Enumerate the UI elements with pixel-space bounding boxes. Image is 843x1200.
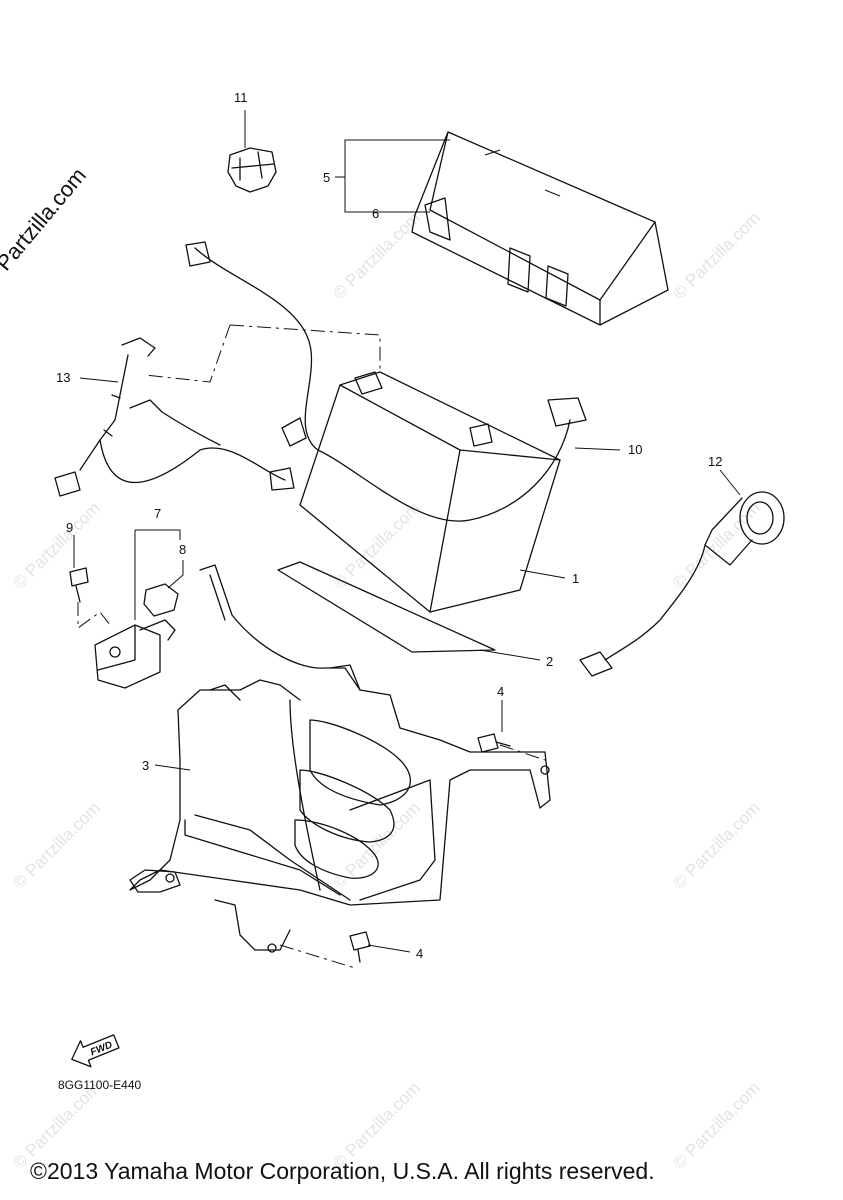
callout-12: 12 xyxy=(708,454,722,469)
watermark-layer: © Partzilla.com © Partzilla.com © Partzi… xyxy=(9,208,763,1172)
drawing-code: 8GG1100-E440 xyxy=(58,1078,142,1092)
callout-10: 10 xyxy=(628,442,642,457)
part-clip xyxy=(227,147,277,193)
watermark: © Partzilla.com xyxy=(9,498,103,592)
watermark: © Partzilla.com xyxy=(669,208,763,302)
watermark: © Partzilla.com xyxy=(9,798,103,892)
part-battery xyxy=(299,371,561,613)
part-battery-pad xyxy=(277,561,496,653)
part-accessory-socket xyxy=(579,491,785,677)
watermark: © Partzilla.com xyxy=(669,1078,763,1172)
watermark: © Partzilla.com xyxy=(329,798,423,892)
callout-8: 8 xyxy=(179,542,186,557)
part-relay-assembly xyxy=(94,619,176,689)
callout-labels: 1 2 3 4 4 5 6 7 8 9 10 11 12 13 xyxy=(56,90,722,961)
watermark: © Partzilla.com xyxy=(329,208,423,302)
part-bolt-4-lower xyxy=(349,931,371,963)
callout-13: 13 xyxy=(56,370,70,385)
phantom-lines xyxy=(77,324,546,969)
callout-7: 7 xyxy=(154,506,161,521)
watermark: © Partzilla.com xyxy=(669,498,763,592)
part-battery-cover xyxy=(411,131,669,326)
callout-1: 1 xyxy=(572,571,579,586)
watermark: © Partzilla.com xyxy=(669,798,763,892)
callout-4-lower: 4 xyxy=(416,946,423,961)
fwd-arrow-icon: FWD xyxy=(71,1034,120,1068)
part-wire-harness xyxy=(54,337,295,497)
callout-9: 9 xyxy=(66,520,73,535)
part-positive-lead xyxy=(185,241,587,522)
callout-2: 2 xyxy=(546,654,553,669)
callout-3: 3 xyxy=(142,758,149,773)
part-bolt-4-upper xyxy=(477,733,511,753)
part-bolt-9 xyxy=(69,567,89,603)
part-fuse xyxy=(143,583,179,617)
part-battery-tray xyxy=(129,564,551,953)
callout-11: 11 xyxy=(234,90,248,105)
callout-4-upper: 4 xyxy=(497,684,504,699)
copyright-notice: ©2013 Yamaha Motor Corporation, U.S.A. A… xyxy=(30,1158,655,1184)
watermark: © Partzilla.com xyxy=(329,498,423,592)
callout-5: 5 xyxy=(323,170,330,185)
leader-lines xyxy=(73,110,741,953)
callout-6: 6 xyxy=(372,206,379,221)
